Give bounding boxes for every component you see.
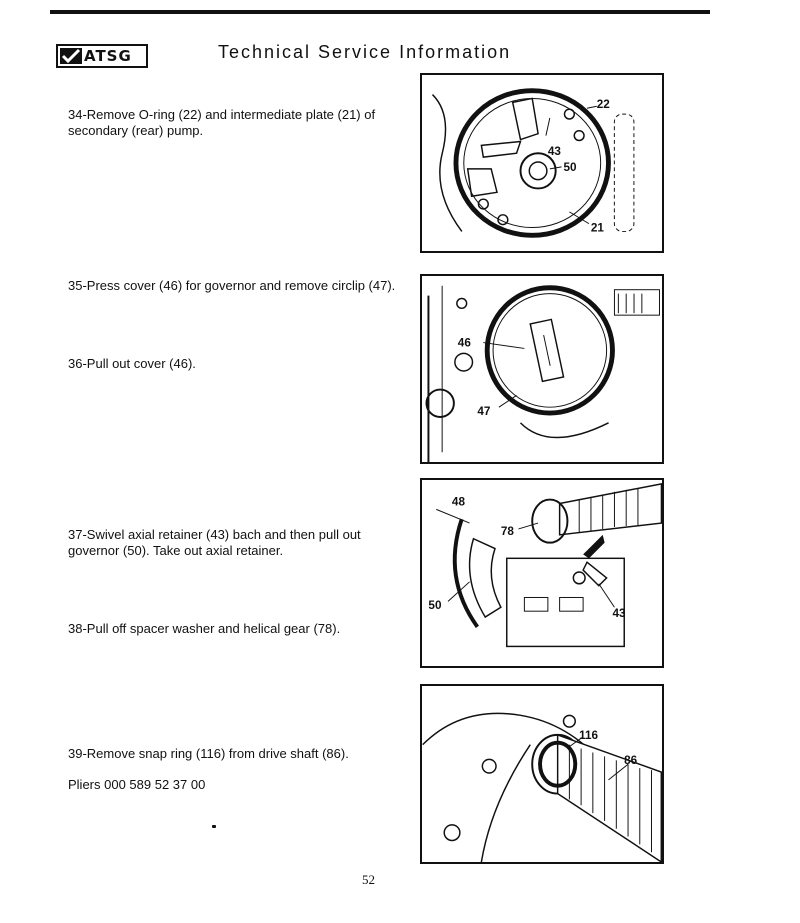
step-38: 38-Pull off spacer washer and helical ge…	[68, 621, 341, 636]
callout-43: 43	[548, 145, 562, 158]
callout-50: 50	[428, 599, 442, 612]
step-35: 35-Press cover (46) for governor and rem…	[68, 278, 396, 293]
stray-mark	[212, 825, 216, 828]
callout-78: 78	[501, 525, 515, 538]
callout-47: 47	[477, 405, 491, 418]
callout-50: 50	[564, 161, 578, 174]
page-number: 52	[362, 872, 375, 887]
page-title: Technical Service Information	[218, 42, 512, 62]
figure-governor-removal: 48 78 50 43	[420, 478, 664, 668]
callout-86: 86	[624, 754, 638, 767]
header-rule	[50, 10, 710, 14]
callout-43: 43	[612, 607, 626, 620]
checkmark-icon	[58, 46, 84, 66]
pliers-note: Pliers 000 589 52 37 00	[68, 777, 206, 792]
callout-46: 46	[458, 336, 472, 349]
figure-drive-shaft: 116 86	[420, 684, 664, 864]
figure-intermediate-plate: 22 43 50 21	[420, 73, 664, 253]
logo-text: ATSG	[84, 47, 132, 65]
step-36: 36-Pull out cover (46).	[68, 356, 196, 371]
step-37: 37-Swivel axial retainer (43) bach and t…	[68, 527, 361, 558]
callout-48: 48	[452, 495, 466, 508]
callout-22: 22	[597, 98, 611, 111]
callout-116: 116	[579, 729, 598, 742]
step-34: 34-Remove O-ring (22) and intermediate p…	[68, 107, 376, 138]
step-39: 39-Remove snap ring (116) from drive sha…	[68, 746, 349, 761]
callout-21: 21	[591, 221, 605, 234]
atsg-logo: ATSG	[56, 44, 148, 68]
figure-governor-cover: 46 47	[420, 274, 664, 464]
